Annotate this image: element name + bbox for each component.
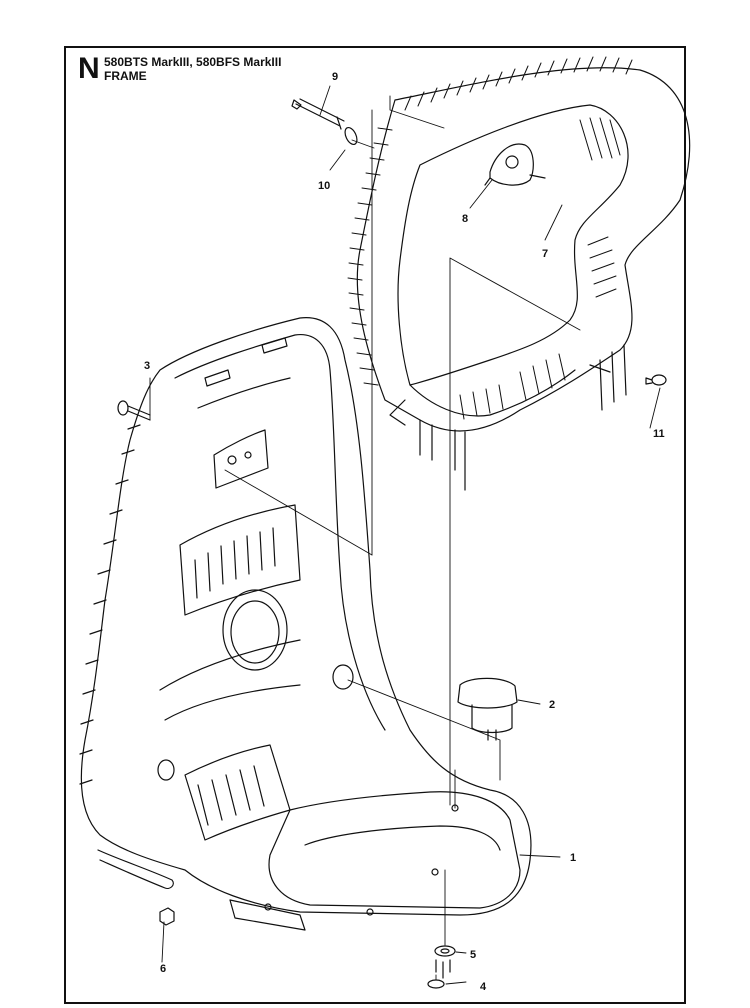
part-nut-hook bbox=[97, 849, 175, 926]
part-screw-left bbox=[117, 400, 151, 421]
part-washer-and-screw-bottom bbox=[427, 945, 456, 989]
callout-8: 8 bbox=[462, 213, 468, 225]
callout-3: 3 bbox=[144, 360, 150, 372]
part-screw-and-washer bbox=[291, 98, 358, 146]
part-frame-cover bbox=[347, 56, 691, 491]
diagram-title: 580BTS MarkIII, 580BFS MarkIII FRAME bbox=[104, 55, 281, 83]
section-letter: N bbox=[78, 52, 100, 85]
callout-11: 11 bbox=[653, 428, 665, 440]
callout-2: 2 bbox=[549, 699, 555, 711]
callout-7: 7 bbox=[542, 248, 548, 260]
model-line: 580BTS MarkIII, 580BFS MarkIII bbox=[104, 55, 282, 69]
callout-6: 6 bbox=[160, 963, 166, 975]
part-bolt-right bbox=[645, 374, 667, 386]
part-back-plate bbox=[79, 317, 532, 931]
callout-10: 10 bbox=[318, 180, 330, 192]
callout-labels: 1 2 3 4 5 6 7 8 9 10 11 bbox=[144, 71, 665, 993]
callout-9: 9 bbox=[332, 71, 338, 83]
group-name: FRAME bbox=[104, 69, 147, 83]
diagram-border bbox=[64, 46, 686, 1004]
part-vibration-mount bbox=[484, 143, 546, 186]
callout-1: 1 bbox=[570, 852, 576, 864]
part-rubber-buffer bbox=[457, 677, 518, 741]
leader-lines bbox=[149, 85, 661, 985]
callout-5: 5 bbox=[470, 949, 476, 961]
callout-4: 4 bbox=[480, 981, 487, 993]
